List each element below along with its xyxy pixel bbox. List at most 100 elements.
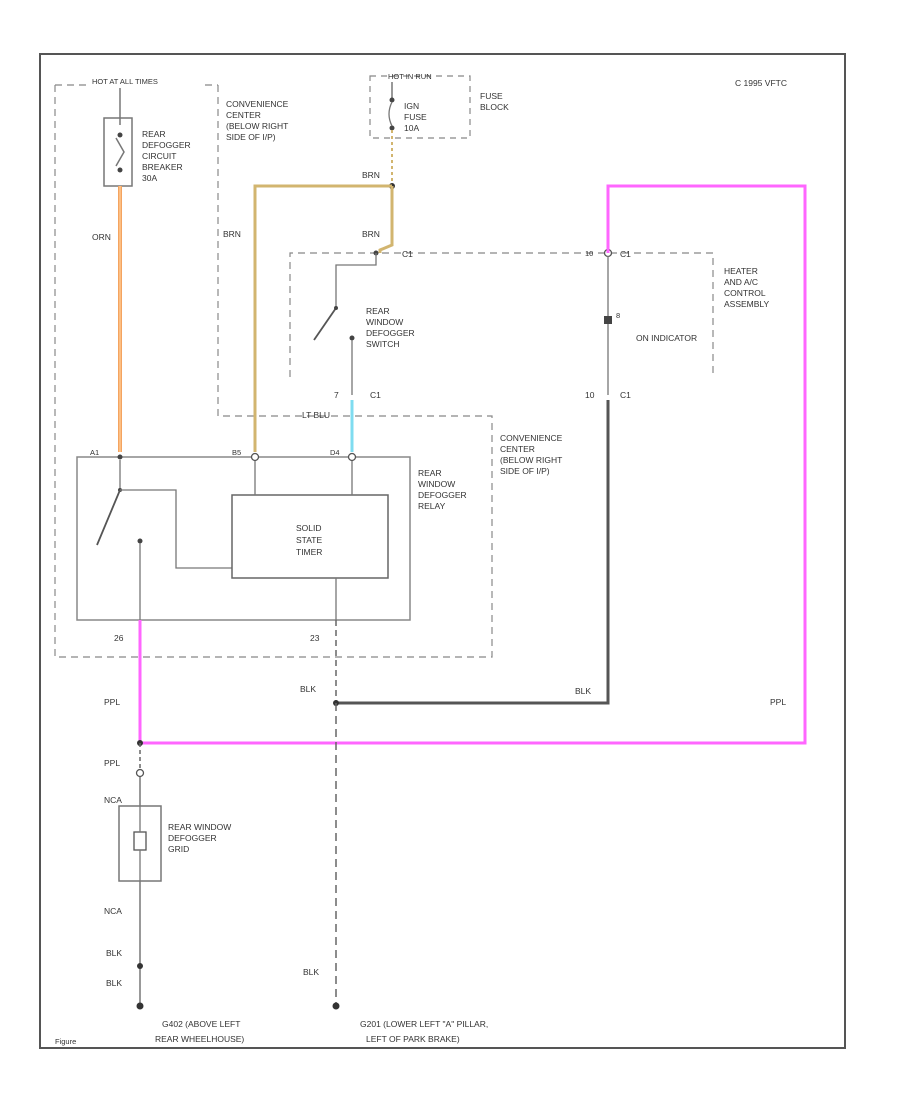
convenience-bottom-label-3: (BELOW RIGHT (500, 455, 562, 465)
grid-label-1: REAR WINDOW (168, 822, 231, 832)
splice-blk-lower (137, 963, 143, 969)
wire-label-ppl-left: PPL (104, 697, 120, 707)
relay-box (76, 456, 411, 621)
on-indicator-label: ON INDICATOR (636, 333, 697, 343)
relay-label-4: RELAY (418, 501, 446, 511)
relay-pin-b5 (250, 452, 260, 462)
convenience-bottom-label-4: SIDE OF I/P) (500, 466, 550, 476)
fuse-block-box (369, 75, 471, 139)
wire-ppl (140, 184, 807, 745)
ground-g402-label-1: G402 (ABOVE LEFT (162, 1019, 240, 1029)
ground-g201-terminal (332, 1002, 340, 1010)
fuse-terminal-top (389, 97, 395, 103)
wire-label-blk-lower2: BLK (106, 978, 122, 988)
wire-label-blk-g201: BLK (303, 967, 319, 977)
diagram-frame (39, 53, 846, 1049)
convenience-top-label-1: CONVENIENCE (226, 99, 289, 109)
relay-label-1: REAR (418, 468, 442, 478)
convenience-top-label-3: (BELOW RIGHT (226, 121, 288, 131)
solid-state-timer-box (231, 494, 389, 579)
pin-b5-label: B5 (232, 448, 241, 457)
wire-label-nca-bottom: NCA (104, 906, 122, 916)
wire-brn-switch (378, 186, 394, 253)
fuse-block-label-1: FUSE (480, 91, 503, 101)
wire-label-brn-top: BRN (362, 170, 380, 180)
convenience-top-label-2: CENTER (226, 110, 261, 120)
breaker-label-1: REAR (142, 129, 166, 139)
wire-label-brn-left: BRN (223, 229, 241, 239)
hvac-label-4: ASSEMBLY (724, 299, 770, 309)
convenience-top-label-4: SIDE OF I/P) (226, 132, 276, 142)
relay-pin-a1 (117, 454, 123, 460)
wire-label-blk-lower1: BLK (106, 948, 122, 958)
on-indicator-symbol (604, 316, 612, 324)
pin-10-bottom: 10 (585, 390, 595, 400)
wire-label-orn: ORN (92, 232, 111, 242)
ground-g402-terminal (136, 1002, 144, 1010)
connector-c1-bottom-hvac: C1 (620, 390, 631, 400)
fuse-label-1: IGN (404, 101, 419, 111)
grid-label-3: GRID (168, 844, 189, 854)
pin-10-hvac: 10 (585, 249, 593, 258)
hvac-label-1: HEATER (724, 266, 758, 276)
hvac-label-2: AND A/C (724, 277, 758, 287)
hot-in-run-label: HOT IN RUN (388, 72, 432, 81)
switch-label-3: DEFOGGER (366, 328, 415, 338)
switch-label-1: REAR (366, 306, 390, 316)
hvac-label-3: CONTROL (724, 288, 766, 298)
pin-23-label: 23 (310, 633, 320, 643)
fuse-element (388, 101, 393, 127)
relay-switch-contact (137, 538, 143, 544)
wire-label-nca-top: NCA (104, 795, 122, 805)
relay-pin-d4 (347, 452, 357, 462)
timer-label-3: TIMER (296, 547, 322, 557)
breaker-label-5: 30A (142, 173, 157, 183)
relay-coil-wire (120, 489, 232, 569)
connector-c1-left: C1 (402, 249, 413, 259)
convenience-bottom-label-2: CENTER (500, 444, 535, 454)
wire-label-blk-right: BLK (575, 686, 591, 696)
convenience-bottom-label-1: CONVENIENCE (500, 433, 563, 443)
fuse-label-3: 10A (404, 123, 419, 133)
breaker-label-3: CIRCUIT (142, 151, 176, 161)
switch-pivot (334, 306, 338, 310)
ground-g402-label-2: REAR WHEELHOUSE) (155, 1034, 244, 1044)
switch-blade (313, 307, 337, 341)
ground-g201-label-1: G201 (LOWER LEFT "A" PILLAR, (360, 1019, 488, 1029)
breaker-label-2: DEFOGGER (142, 140, 191, 150)
circuit-breaker-symbol (103, 117, 133, 187)
pin-7-label: 7 (334, 390, 339, 400)
fuse-label-2: FUSE (404, 112, 427, 122)
switch-label-4: SWITCH (366, 339, 400, 349)
convenience-center-top-box (54, 85, 493, 658)
ground-g201-label-2: LEFT OF PARK BRAKE) (366, 1034, 460, 1044)
wire-label-ppl-right: PPL (770, 697, 786, 707)
connector-c1-right: C1 (620, 249, 631, 259)
switch-label-2: WINDOW (366, 317, 403, 327)
pin-26-label: 26 (114, 633, 124, 643)
timer-label-1: SOLID (296, 523, 322, 533)
wire-label-lt-blu: LT BLU (302, 410, 330, 420)
wire-blk-hvac (336, 400, 610, 705)
breaker-terminal-bottom (117, 167, 123, 173)
fuse-terminal-bottom (389, 125, 395, 131)
pin-a1-label: A1 (90, 448, 99, 457)
wire-label-blk-mid: BLK (300, 684, 316, 694)
wire-brn-left (253, 184, 392, 452)
hot-all-times-label: HOT AT ALL TIMES (92, 77, 158, 86)
wire-label-brn-mid: BRN (362, 229, 380, 239)
fuse-block-label-2: BLOCK (480, 102, 509, 112)
pin-d4-label: D4 (330, 448, 340, 457)
timer-label-2: STATE (296, 535, 322, 545)
copyright-text: C 1995 VFTC (735, 78, 787, 88)
switch-contact (349, 335, 355, 341)
breaker-label-4: BREAKER (142, 162, 183, 172)
relay-switch-blade (96, 489, 121, 546)
relay-label-2: WINDOW (418, 479, 455, 489)
grid-connector-top (135, 768, 145, 778)
breaker-terminal-top (117, 132, 123, 138)
switch-wire-top (335, 253, 377, 308)
connector-c1-bottom-switch: C1 (370, 390, 381, 400)
pin-8-label: 8 (616, 311, 620, 320)
